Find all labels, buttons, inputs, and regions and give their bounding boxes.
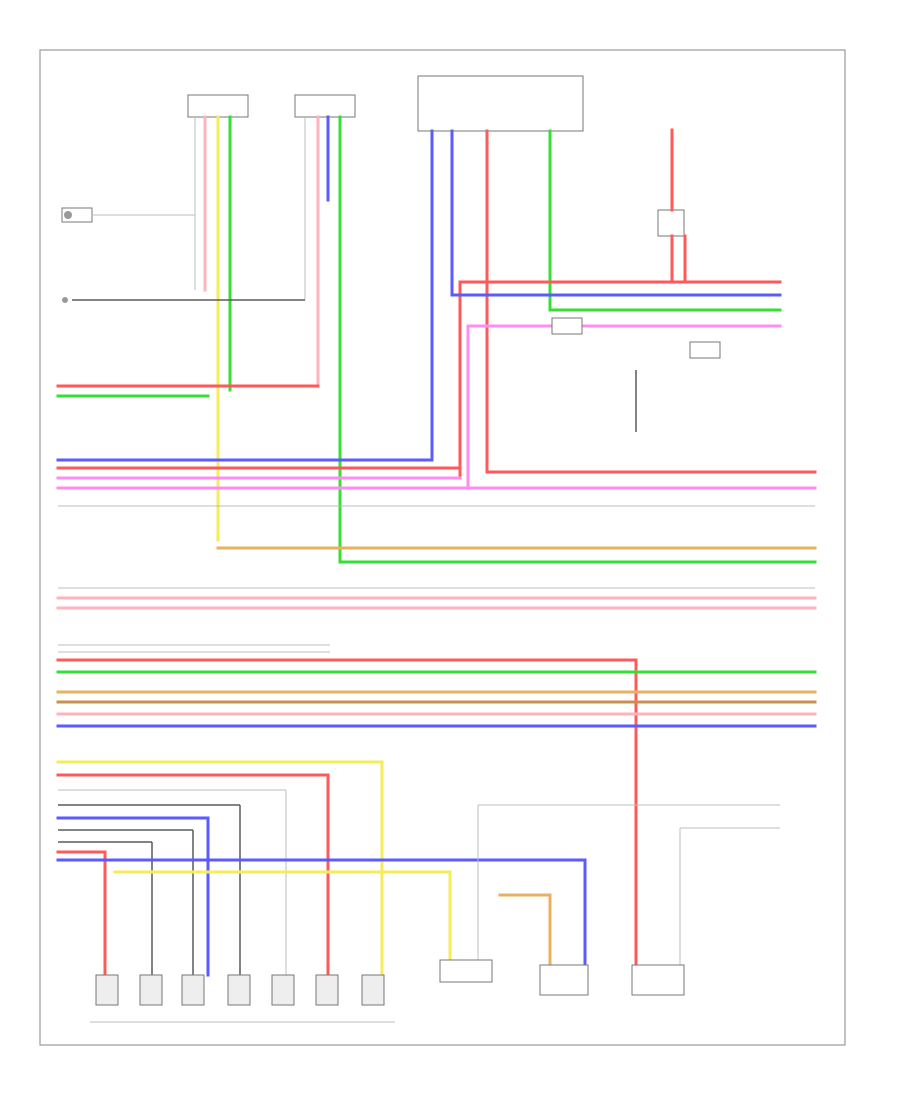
bottom-components [90, 959, 685, 1023]
lower-harness [56, 760, 780, 977]
bottom-sensor-2 [539, 964, 589, 996]
main-bus-1 [56, 458, 817, 564]
diagram-frame [39, 49, 846, 1046]
solenoid-3 [181, 974, 205, 1006]
sensor-2-icon [62, 297, 68, 303]
solenoid-5 [271, 974, 295, 1006]
bottom-sensor-3 [631, 964, 685, 996]
solenoid-4 [227, 974, 251, 1006]
top-components [61, 75, 687, 564]
main-bus-3 [56, 644, 817, 982]
relay-box [657, 209, 685, 237]
center-sensor [551, 317, 583, 335]
center-module [417, 75, 584, 132]
solenoid-2 [139, 974, 163, 1006]
right-sensor [689, 341, 721, 359]
upper-bus [450, 280, 782, 490]
connector-block-left [187, 94, 249, 118]
solenoid-1 [95, 974, 119, 1006]
solenoid-7 [361, 974, 385, 1006]
solenoid-6 [315, 974, 339, 1006]
connector-block-right [294, 94, 356, 118]
sensor-1-icon [64, 211, 72, 219]
bottom-sensor-1 [439, 959, 493, 983]
main-bus-2 [56, 587, 817, 610]
